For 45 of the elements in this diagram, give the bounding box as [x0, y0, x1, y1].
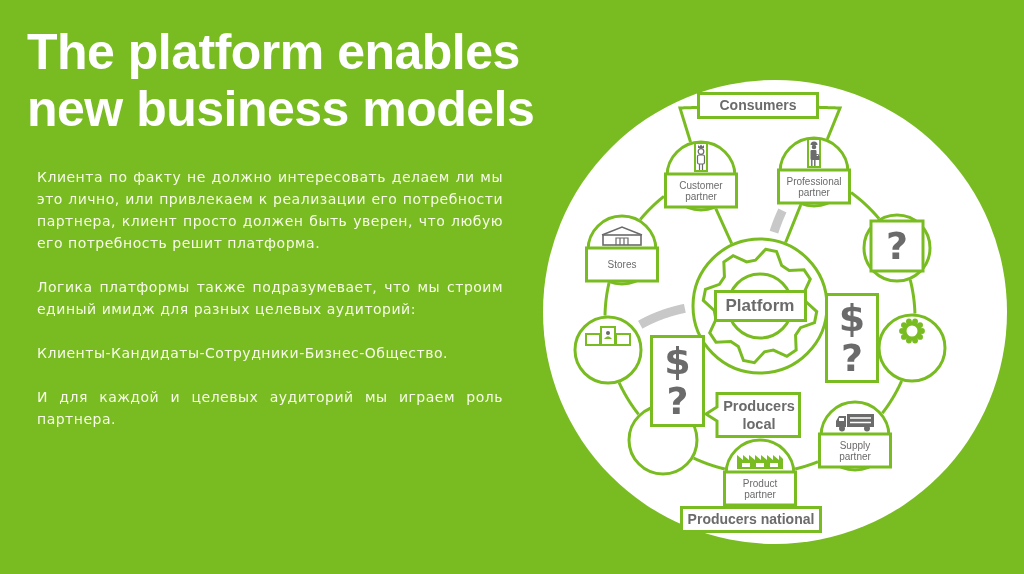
- node-label: $: [838, 298, 866, 338]
- connector-band: [636, 303, 689, 330]
- heading-box: [680, 506, 822, 533]
- node-label: Stores: [607, 259, 637, 270]
- connector-line: [849, 191, 881, 220]
- question-node: [861, 213, 933, 283]
- connector-line: [714, 207, 734, 245]
- connector-line: [784, 204, 803, 244]
- connector-line: [793, 460, 820, 471]
- connector-line: [908, 278, 917, 315]
- node-label: $: [664, 341, 691, 381]
- connector-line: [603, 281, 611, 317]
- node-label: ?: [666, 381, 689, 421]
- connector-line: [818, 105, 843, 140]
- round-node: [664, 140, 738, 212]
- slide-title: The platform enables new business models: [27, 24, 536, 138]
- circle-node: [876, 313, 948, 383]
- heading-box: [697, 92, 819, 119]
- body-paragraph: Логика платформы также подразумевает, что мы строим единый имидж для разных целевых аудиторий:: [37, 278, 503, 319]
- round-node: [777, 136, 851, 208]
- connector-line: [881, 379, 904, 415]
- round-node: [585, 214, 659, 286]
- round-node: [818, 400, 892, 472]
- symbol-box: [650, 335, 705, 427]
- speech-bubble: [704, 392, 801, 438]
- connector-line: [678, 105, 698, 143]
- body-paragraph: И для каждой и целевых аудиторий мы играем роль партнера.: [37, 388, 503, 429]
- node-label: Customer partner: [678, 179, 724, 202]
- node-label: Producers local: [722, 397, 796, 433]
- node-label: Supply partner: [838, 439, 872, 462]
- node-label: Product partner: [741, 477, 779, 500]
- node-label: Producers national: [687, 511, 815, 528]
- connector-line: [617, 381, 640, 416]
- circle-node: [572, 315, 644, 385]
- symbol-box: [825, 293, 879, 383]
- node-label: Platform: [713, 290, 807, 322]
- connector-line: [692, 456, 726, 471]
- body-paragraph: Клиенты-Кандидаты-Сотрудники-Бизнес-Общество.: [37, 344, 449, 363]
- body-paragraph: Клиента по факту не должно интересовать делаем ли мы это лично, или привлекаем к реализации его потребности партнера, клиент просто должен быть уверен, что любую его потребность решит платформа.: [37, 168, 503, 253]
- hub-circle: [690, 237, 830, 375]
- node-label: Professional partner: [785, 175, 843, 198]
- node-label: ?: [885, 226, 908, 266]
- connector-line: [639, 195, 666, 221]
- node-label: ?: [840, 338, 863, 378]
- node-label: Consumers: [719, 97, 797, 114]
